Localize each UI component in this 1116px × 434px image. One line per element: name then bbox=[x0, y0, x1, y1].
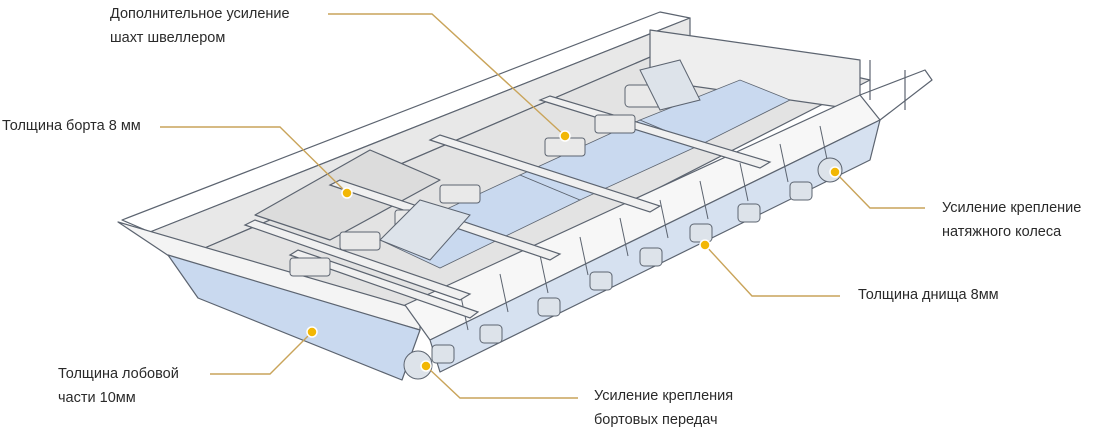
callout-bottom: Толщина днища 8мм bbox=[858, 283, 999, 307]
callout-final-drive-line2: бортовых передач bbox=[594, 412, 718, 428]
callout-final-drive-line1: Усиление крепления bbox=[594, 388, 734, 404]
leader-channel bbox=[328, 13, 566, 137]
callout-side-line1: Толщина борта 8 мм bbox=[2, 118, 141, 134]
dot-front bbox=[306, 326, 318, 338]
dot-side bbox=[341, 187, 353, 199]
callout-idler-line2: натяжного колеса bbox=[942, 224, 1062, 240]
leader-final-drive bbox=[425, 365, 578, 399]
dot-final-drive bbox=[420, 360, 432, 372]
callout-side: Толщина борта 8 мм bbox=[2, 114, 141, 138]
interior-machinery bbox=[289, 59, 701, 277]
leader-idler bbox=[834, 171, 925, 209]
leader-bottom bbox=[704, 244, 840, 297]
callout-final-drive: Усиление крепления бортовых передач bbox=[594, 384, 733, 432]
callout-channel: Дополнительное усиление шахт швеллером bbox=[110, 2, 290, 50]
front-lower-plate bbox=[167, 254, 421, 381]
dot-bottom bbox=[699, 239, 711, 251]
callout-channel-line1: Дополнительное усиление bbox=[110, 6, 290, 22]
dot-idler bbox=[829, 166, 841, 178]
dot-channel bbox=[559, 130, 571, 142]
callout-idler-line1: Усиление крепление bbox=[942, 200, 1082, 216]
top-rail bbox=[859, 69, 933, 121]
callout-bottom-line1: Толщина днища 8мм bbox=[858, 287, 999, 303]
suspension-brackets bbox=[403, 157, 843, 380]
anchor-dots bbox=[306, 130, 841, 372]
callout-front: Толщина лобовой части 10мм bbox=[58, 362, 179, 410]
leader-side bbox=[160, 126, 348, 194]
callout-channel-line2: шахт швеллером bbox=[110, 30, 226, 46]
leader-front bbox=[210, 331, 313, 375]
callout-front-line1: Толщина лобовой bbox=[58, 366, 179, 382]
leader-lines bbox=[160, 13, 925, 399]
callout-front-line2: части 10мм bbox=[58, 390, 136, 406]
callout-idler: Усиление крепление натяжного колеса bbox=[942, 196, 1081, 244]
